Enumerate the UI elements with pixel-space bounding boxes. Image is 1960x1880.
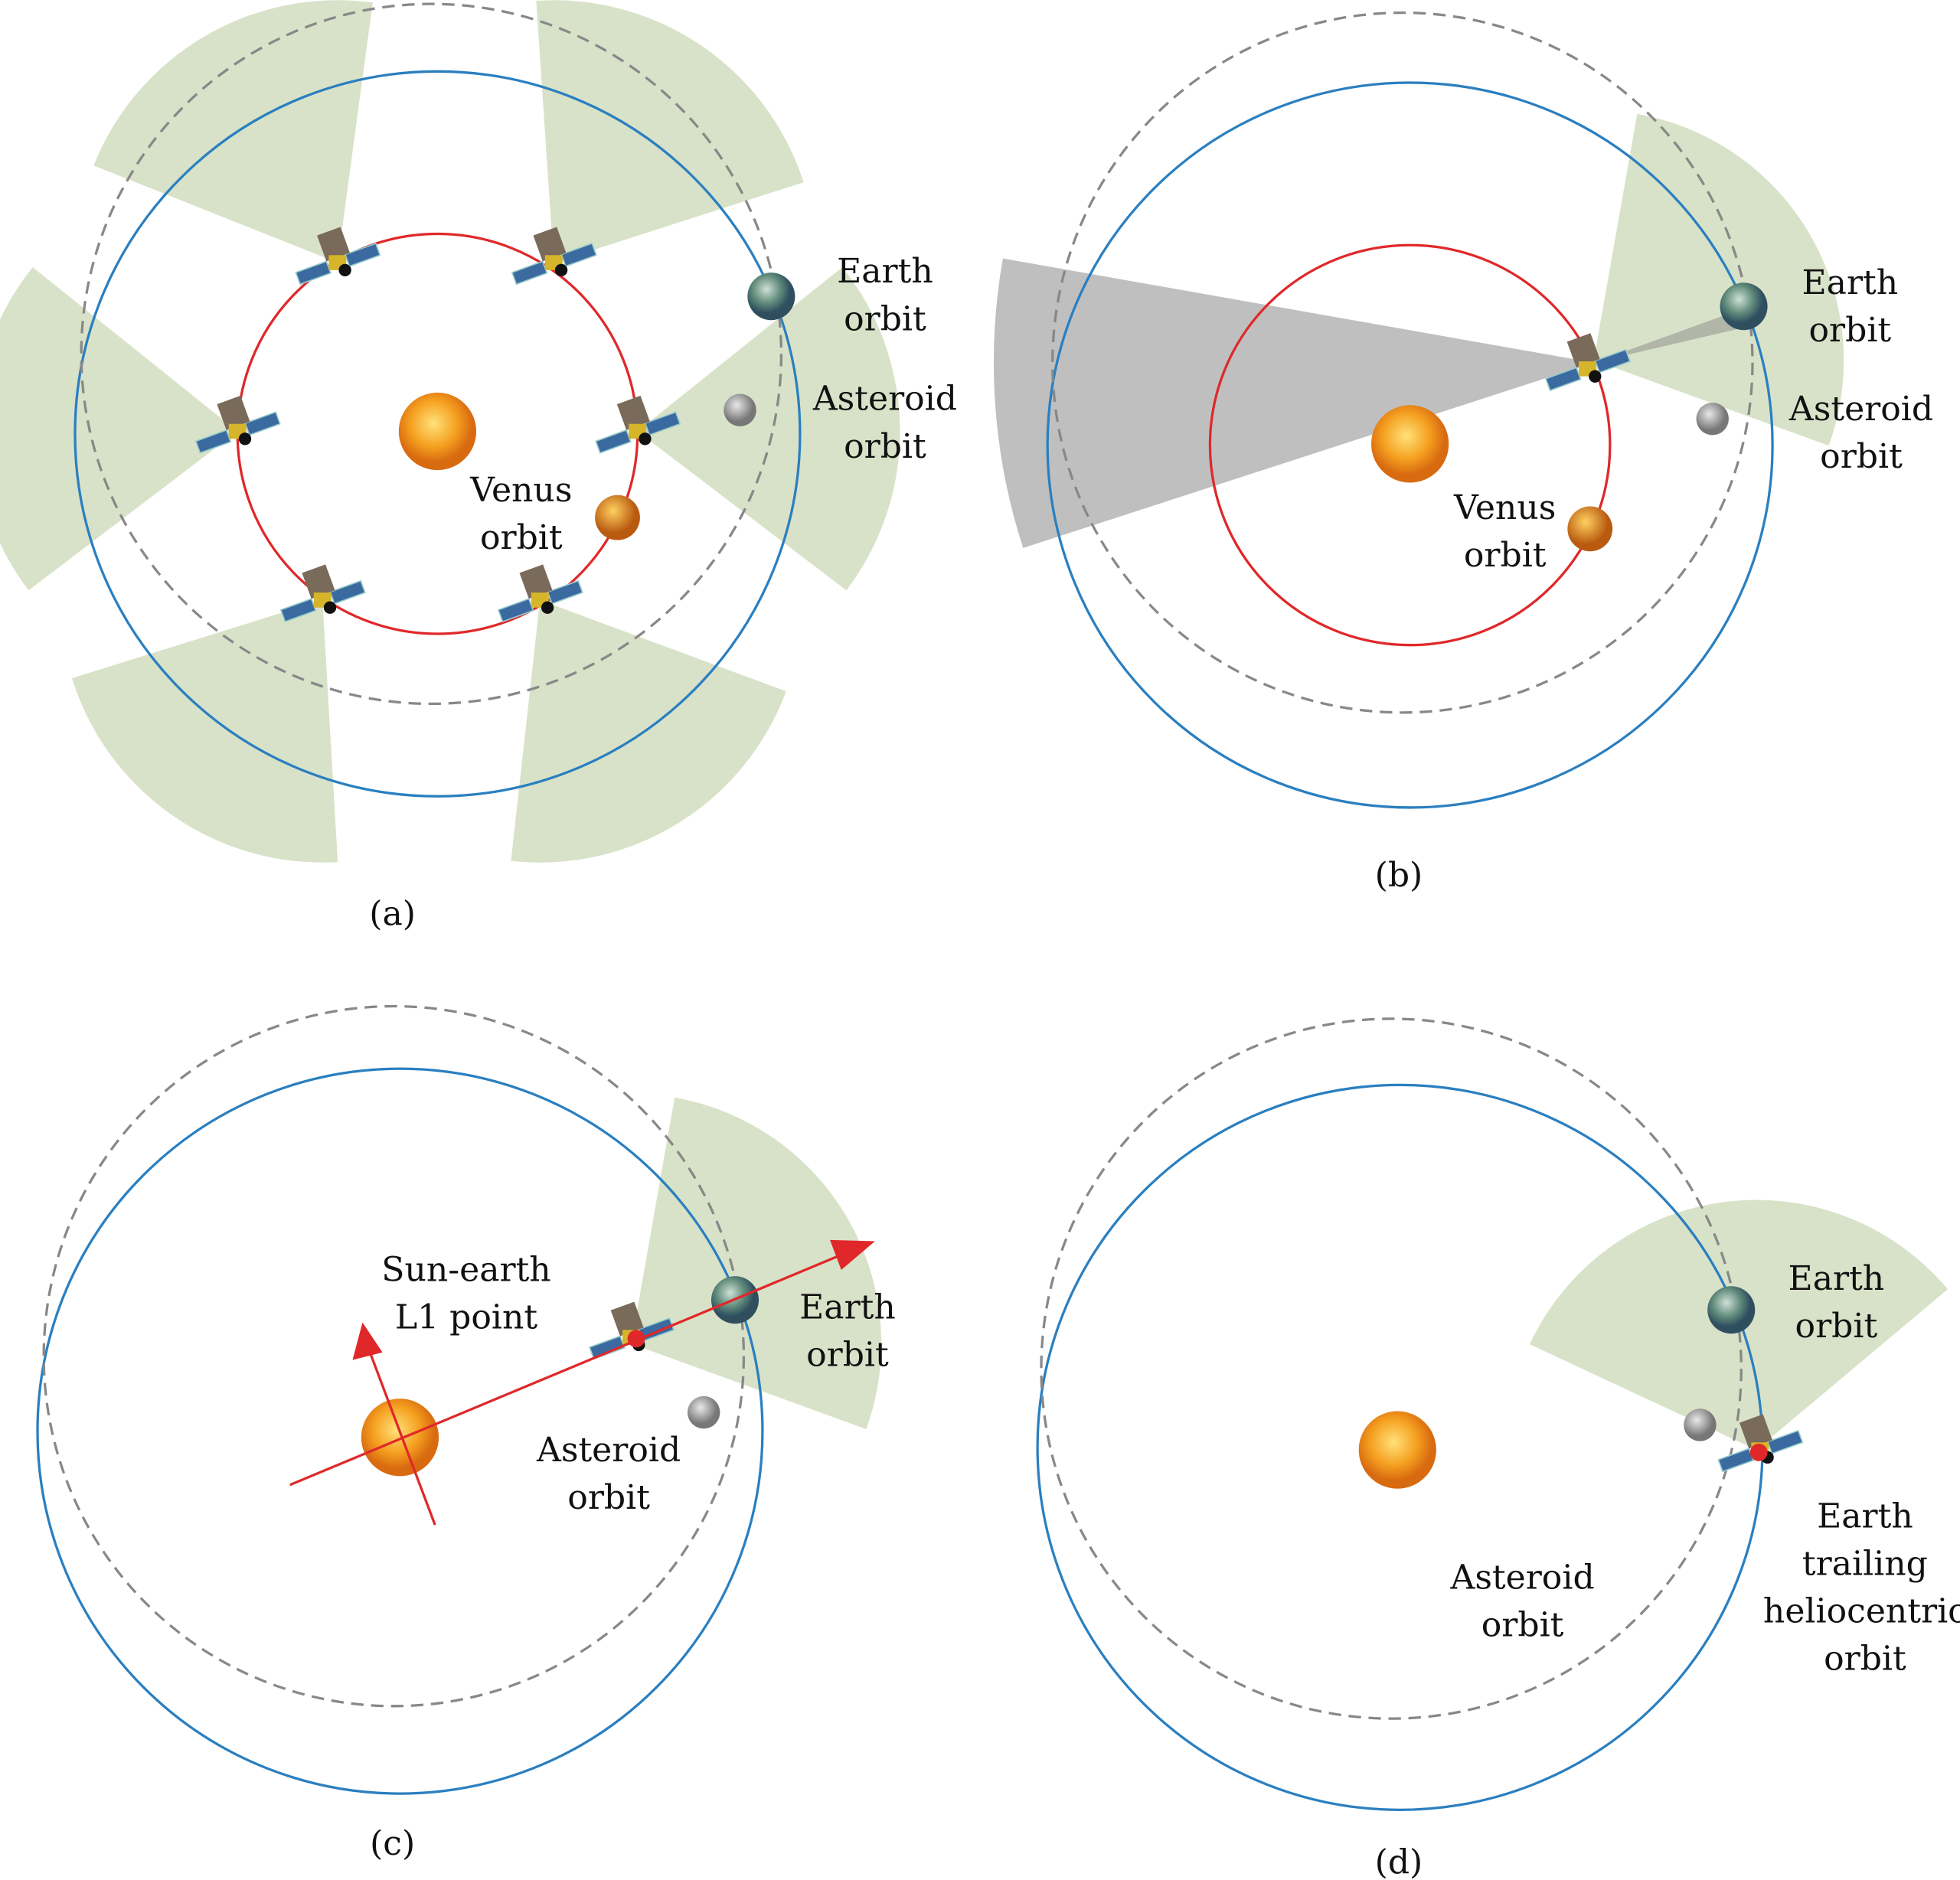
shadow-sector — [1593, 315, 1744, 363]
asteroid-orbit-label-2: orbit — [844, 427, 926, 466]
venus-orbit — [1208, 243, 1612, 647]
earth-orbit-label: Earth — [799, 1288, 896, 1327]
arrowhead — [352, 1322, 383, 1360]
field-of-view-sector — [1593, 113, 1844, 446]
earth-orbit-label-2: orbit — [1809, 311, 1892, 350]
field-of-view-sector — [631, 1097, 882, 1430]
perpendicular-arrow — [368, 1352, 436, 1526]
earth-orbit-label: Earth — [1788, 1259, 1885, 1298]
caption-c: (c) — [370, 1824, 415, 1863]
field-of-view-sector — [71, 599, 338, 863]
earth-orbit — [36, 1067, 764, 1795]
earth-orbit-label-2: orbit — [844, 299, 926, 338]
asteroid-orbit-label: Asteroid — [536, 1431, 681, 1470]
asteroid-icon — [1684, 1408, 1717, 1441]
earth-icon — [1707, 1286, 1756, 1334]
asteroid-icon — [687, 1395, 720, 1429]
earth-icon — [1720, 282, 1768, 331]
caption-b: (b) — [1375, 856, 1423, 895]
asteroid-orbit-label: Asteroid — [812, 380, 957, 419]
arrowhead — [830, 1239, 875, 1271]
panel-c-arrows — [289, 1239, 875, 1526]
field-of-view-sector — [536, 0, 804, 263]
shadow-sector — [993, 258, 1594, 548]
asteroid-orbit-label-2: orbit — [1481, 1605, 1564, 1644]
asteroid-icon — [724, 393, 756, 426]
field-of-view-sector — [0, 267, 238, 591]
asteroid-icon — [1696, 402, 1729, 436]
earth-orbit — [74, 70, 802, 798]
sun-icon — [361, 1399, 439, 1477]
panel-b-labels: Earth orbit Asteroid orbit Venus orbit (… — [1375, 263, 1933, 895]
trailing-orbit-label-2: trailing — [1802, 1544, 1928, 1583]
venus-orbit-label-2: orbit — [480, 518, 563, 557]
earth-orbit — [1046, 81, 1774, 809]
trailing-orbit-label: Earth — [1817, 1496, 1913, 1536]
trailing-orbit-label-4: orbit — [1824, 1639, 1906, 1678]
l1-point-label: Sun-earth — [381, 1251, 550, 1290]
earth-icon — [747, 273, 795, 321]
venus-icon — [1567, 506, 1613, 552]
caption-a: (a) — [369, 894, 416, 933]
earth-orbit-label-2: orbit — [806, 1336, 889, 1375]
l1-point-label-2: L1 point — [395, 1298, 538, 1337]
earth-orbit-label: Earth — [1802, 263, 1899, 302]
venus-icon — [595, 494, 640, 540]
sun-icon — [1358, 1411, 1436, 1489]
field-of-view-sector — [637, 267, 900, 591]
spacecraft-position-marker — [1749, 1443, 1768, 1461]
caption-d: (d) — [1375, 1843, 1423, 1880]
asteroid-orbit — [80, 2, 783, 706]
trailing-orbit-label-3: heliocentric — [1763, 1591, 1960, 1630]
field-of-view-sector — [511, 599, 786, 863]
sun-icon — [1371, 405, 1449, 483]
asteroid-orbit-label: Asteroid — [1788, 390, 1933, 429]
venus-orbit-label: Venus — [1453, 488, 1556, 527]
asteroid-orbit — [1040, 1017, 1743, 1720]
earth-orbit-label-2: orbit — [1795, 1307, 1878, 1346]
field-of-view-sector — [93, 0, 373, 263]
sun-icon — [398, 392, 477, 471]
sun-earth-line-arrow — [289, 1250, 851, 1487]
panel-c-labels: Sun-earth L1 point Earth orbit Asteroid … — [370, 1251, 896, 1863]
asteroid-orbit-label-2: orbit — [1820, 437, 1903, 476]
venus-orbit-label: Venus — [469, 471, 572, 510]
earth-orbit-label: Earth — [837, 252, 933, 291]
panel-a-labels: Earth orbit Asteroid orbit Venus orbit (… — [369, 252, 957, 933]
venus-orbit-label-2: orbit — [1464, 536, 1547, 575]
asteroid-orbit — [1051, 11, 1754, 714]
panel-d-labels: Earth orbit Asteroid orbit Earth trailin… — [1375, 1259, 1960, 1880]
asteroid-orbit-label: Asteroid — [1449, 1558, 1594, 1597]
asteroid-orbit — [42, 1004, 746, 1708]
asteroid-orbit-label-2: orbit — [567, 1478, 650, 1517]
